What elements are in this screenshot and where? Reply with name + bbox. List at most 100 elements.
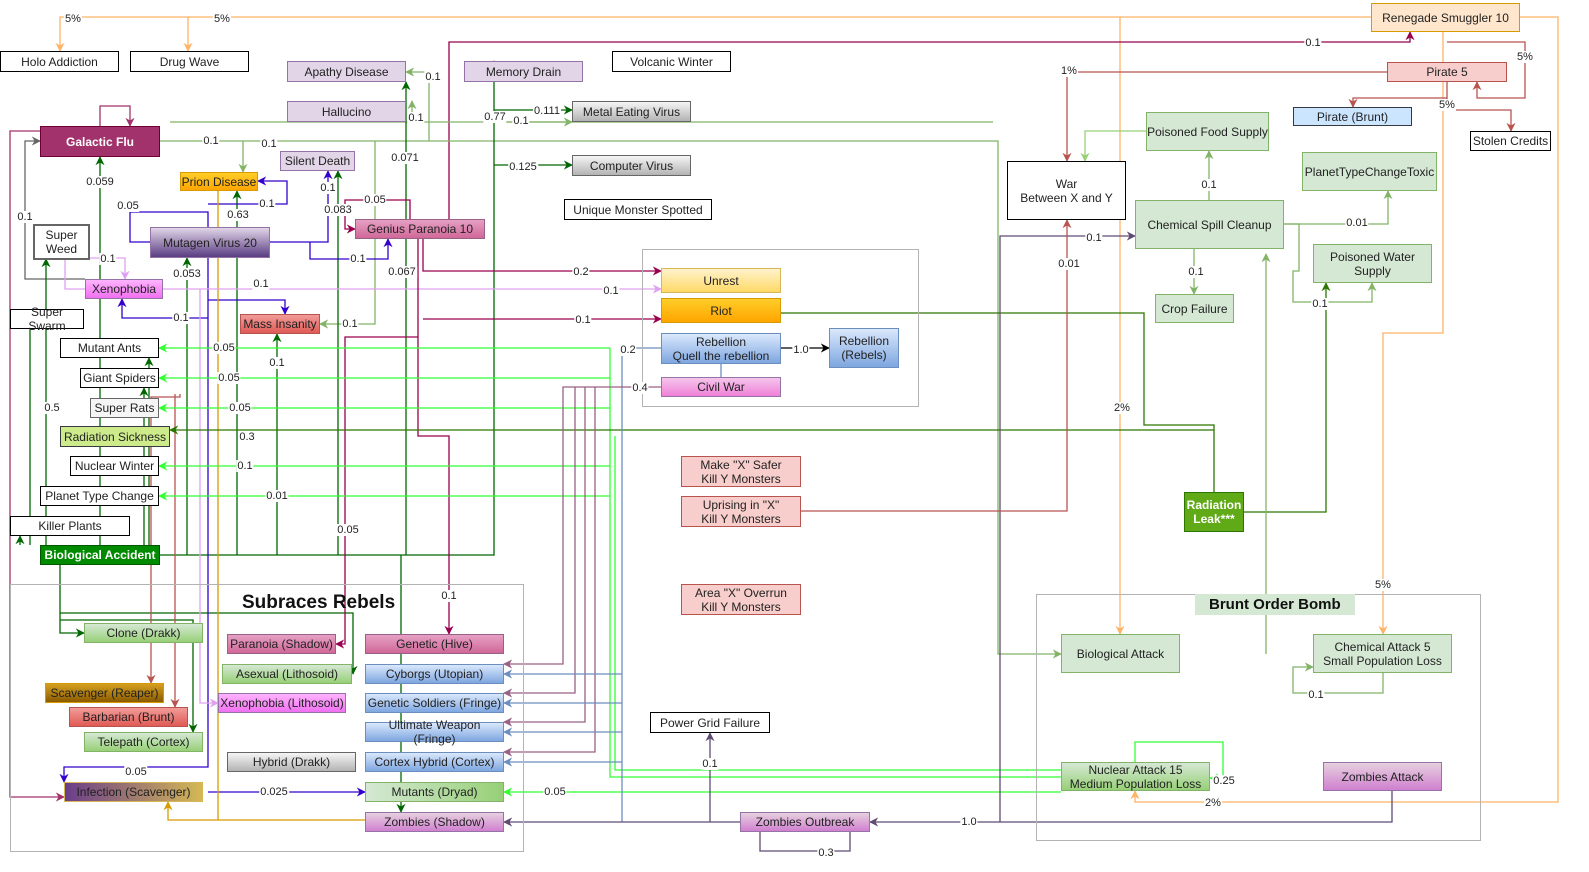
node-planet-type-change[interactable]: Planet Type Change — [40, 486, 159, 506]
node-super-weed[interactable]: Super Weed — [33, 224, 90, 260]
node-civil-war[interactable]: Civil War — [661, 377, 781, 397]
edge-label-genius-0067: 0.067 — [387, 266, 417, 278]
node-radiation-leak[interactable]: Radiation Leak*** — [1184, 492, 1244, 532]
node-zombies-shadow[interactable]: Zombies (Shadow) — [365, 812, 504, 832]
edge-label-mass-up-01: 0.1 — [268, 357, 286, 369]
node-super-swarm[interactable]: Super Swarm — [10, 305, 84, 333]
node-rebellion-rebels[interactable]: Rebellion (Rebels) — [829, 328, 899, 368]
node-genetic-hive[interactable]: Genetic (Hive) — [365, 634, 504, 654]
node-xenophobia[interactable]: Xenophobia — [85, 279, 163, 299]
node-galactic-flu[interactable]: Galactic Flu — [40, 126, 160, 157]
edge-70 — [503, 386, 661, 669]
node-planet-toxic[interactable]: PlanetTypeChangeToxic — [1302, 152, 1437, 191]
node-mass-insanity[interactable]: Mass Insanity — [240, 314, 320, 334]
edge-8 — [24, 136, 85, 280]
node-genius-paranoia[interactable]: Genius Paranoia 10 — [355, 219, 485, 239]
node-scavenger-reaper[interactable]: Scavenger (Reaper) — [45, 683, 164, 703]
node-riot[interactable]: Riot — [661, 298, 781, 323]
node-biological-attack[interactable]: Biological Attack — [1061, 634, 1180, 673]
node-ultimate-weapon[interactable]: Ultimate Weapon (Fringe) — [365, 718, 504, 746]
edge-64 — [781, 312, 1215, 492]
edge-label-paranoia-005: 0.05 — [336, 524, 360, 536]
node-silent-death[interactable]: Silent Death — [280, 151, 355, 171]
edge-label-toxic-001: 0.01 — [1345, 217, 1369, 229]
node-radiation-sickness[interactable]: Radiation Sickness — [60, 426, 170, 447]
node-holo-addiction[interactable]: Holo Addiction — [0, 51, 119, 72]
edge-label-silent-01: 0.1 — [319, 182, 337, 194]
node-make-x-safer[interactable]: Make "X" Safer Kill Y Monsters — [681, 456, 801, 487]
node-pirate5[interactable]: Pirate 5 — [1387, 62, 1507, 82]
node-renegade-smuggler[interactable]: Renegade Smuggler 10 — [1371, 3, 1520, 32]
node-unrest[interactable]: Unrest — [661, 268, 781, 293]
edge-4 — [1378, 32, 1444, 635]
node-rebellion-quell[interactable]: Rebellion Quell the rebellion — [661, 333, 781, 364]
node-paranoia-shadow[interactable]: Paranoia (Shadow) — [227, 634, 336, 654]
node-mutagen-virus[interactable]: Mutagen Virus 20 — [150, 227, 270, 258]
node-uprising[interactable]: Uprising in "X" Kill Y Monsters — [681, 496, 801, 527]
node-unique-monster[interactable]: Unique Monster Spotted — [564, 199, 712, 220]
node-hybrid-drakk[interactable]: Hybrid (Drakk) — [227, 752, 356, 772]
node-pirate-brunt[interactable]: Pirate (Brunt) — [1293, 107, 1412, 126]
node-volcanic-winter[interactable]: Volcanic Winter — [612, 51, 731, 72]
node-prion-disease[interactable]: Prion Disease — [180, 172, 258, 191]
edge-label-genius-005: 0.05 — [363, 194, 387, 206]
edge-label-mutants-0025: 0.025 — [259, 786, 289, 798]
group-title-brunt-order-bomb: Brunt Order Bomb — [1195, 594, 1355, 615]
node-barbarian-brunt[interactable]: Barbarian (Brunt) — [69, 707, 188, 727]
node-killer-plants[interactable]: Killer Plants — [10, 516, 130, 536]
node-poisoned-food[interactable]: Poisoned Food Supply — [1146, 112, 1269, 151]
edge-label-leak-2pct: 2% — [1113, 402, 1131, 414]
edge-50 — [417, 239, 454, 635]
edge-label-power-01: 0.1 — [701, 758, 719, 770]
edge-30 — [59, 565, 85, 638]
node-apathy-disease[interactable]: Apathy Disease — [287, 61, 406, 82]
edge-51 — [335, 336, 418, 649]
node-biological-accident[interactable]: Biological Accident — [40, 545, 160, 565]
node-drug-wave[interactable]: Drug Wave — [130, 51, 249, 72]
node-computer-virus[interactable]: Computer Virus — [572, 155, 691, 176]
edge-90 — [1284, 190, 1393, 225]
edge-label-crop-01: 0.1 — [1187, 266, 1205, 278]
edge-label-silent-0083: 0.083 — [323, 204, 353, 216]
node-area-overrun[interactable]: Area "X" Overrun Kill Y Monsters — [681, 584, 801, 615]
edge-label-mutagen-0053: 0.053 — [172, 268, 202, 280]
node-giant-spiders[interactable]: Giant Spiders — [80, 368, 159, 388]
edge-label-mutagen-005: 0.05 — [116, 200, 140, 212]
node-chemical-attack[interactable]: Chemical Attack 5 Small Population Loss — [1313, 634, 1452, 673]
node-chemical-spill[interactable]: Chemical Spill Cleanup — [1135, 200, 1284, 249]
edge-0 — [55, 16, 1371, 52]
edge-40 — [208, 299, 290, 315]
node-telepath-cortex[interactable]: Telepath (Cortex) — [84, 732, 203, 752]
node-cyborgs-utopian[interactable]: Cyborgs (Utopian) — [365, 664, 504, 684]
edge-71 — [503, 387, 576, 698]
node-mutants-dryad[interactable]: Mutants (Dryad) — [365, 782, 504, 802]
node-power-grid-failure[interactable]: Power Grid Failure — [650, 712, 770, 733]
node-infection-scavenger[interactable]: Infection (Scavenger) — [64, 782, 203, 802]
node-asexual-lithosoid[interactable]: Asexual (Lithosoid) — [222, 664, 352, 684]
edge-52 — [344, 199, 411, 234]
node-stolen-credits[interactable]: Stolen Credits — [1470, 131, 1551, 151]
node-memory-drain[interactable]: Memory Drain — [464, 61, 583, 82]
node-nuclear-attack[interactable]: Nuclear Attack 15 Medium Population Loss — [1061, 762, 1210, 791]
node-super-rats[interactable]: Super Rats — [90, 398, 159, 418]
node-hallucino[interactable]: Hallucino — [287, 101, 406, 122]
edge-67 — [621, 347, 661, 822]
edge-label-gf-left-01: 0.1 — [16, 211, 34, 223]
edge-label-holo-5: 5% — [64, 13, 82, 25]
node-mutant-ants[interactable]: Mutant Ants — [60, 338, 159, 358]
node-xenophobia-lithosoid[interactable]: Xenophobia (Lithosoid) — [218, 693, 346, 713]
edge-6 — [99, 105, 135, 127]
node-poisoned-water[interactable]: Poisoned Water Supply — [1313, 244, 1432, 283]
node-zombies-outbreak[interactable]: Zombies Outbreak — [740, 812, 870, 832]
edge-label-metal-01: 0.1 — [512, 115, 530, 127]
node-nuclear-winter[interactable]: Nuclear Winter — [70, 456, 159, 476]
node-metal-eating-virus[interactable]: Metal Eating Virus — [572, 101, 691, 122]
node-war[interactable]: War Between X and Y — [1007, 161, 1126, 220]
node-genetic-soldiers[interactable]: Genetic Soldiers (Fringe) — [365, 693, 504, 713]
edge-38 — [208, 176, 288, 205]
edge-label-mass-01c: 0.1 — [341, 318, 359, 330]
node-cortex-hybrid[interactable]: Cortex Hybrid (Cortex) — [365, 752, 504, 772]
node-zombies-attack[interactable]: Zombies Attack — [1323, 762, 1442, 791]
node-clone-drakk[interactable]: Clone (Drakk) — [84, 623, 203, 643]
node-crop-failure[interactable]: Crop Failure — [1155, 294, 1234, 323]
